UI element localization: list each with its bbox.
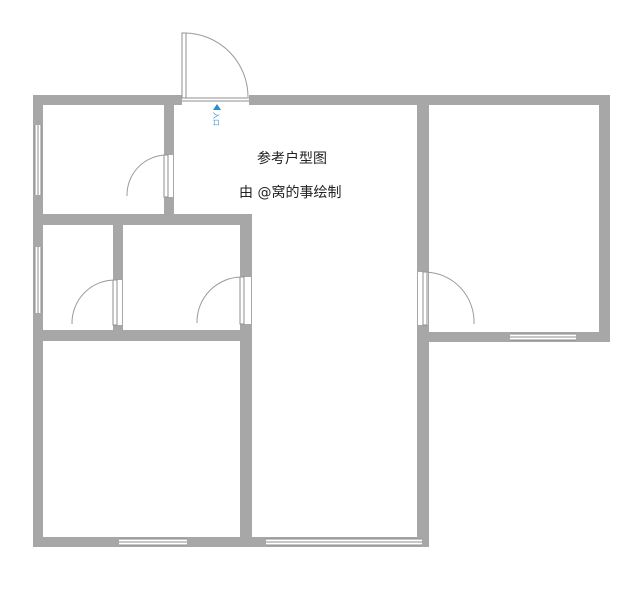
wall-small-rooms-divider	[113, 214, 123, 341]
window-left-upper	[34, 125, 42, 195]
doors	[71, 32, 475, 326]
door-small-left-room	[71, 279, 122, 326]
window-right-room-south	[510, 333, 576, 341]
wall-right-room-east	[599, 95, 610, 342]
wall-left	[33, 95, 43, 547]
windows	[34, 125, 576, 546]
wall-small-rooms-south	[33, 330, 252, 341]
wall-top-left	[33, 95, 182, 105]
entrance-label: 入口	[212, 112, 220, 126]
window-left-lower	[34, 247, 42, 313]
wall-top-right	[249, 95, 610, 105]
entrance-door	[181, 32, 249, 104]
entrance-arrow-icon	[213, 104, 221, 110]
window-bottom-hall	[266, 538, 422, 546]
window-bottom-left	[119, 538, 187, 546]
plan-credit: 由 @窝的事绘制	[239, 184, 341, 201]
plan-title: 参考户型图	[257, 150, 327, 167]
door-right-room	[418, 271, 475, 326]
wall-room1-south	[33, 214, 252, 225]
wall-rooms-east	[240, 214, 252, 547]
door-room-top-left	[126, 154, 173, 198]
door-small-middle-room	[196, 276, 251, 325]
wall-bottom	[33, 537, 429, 547]
entrance-marker: 入口	[212, 104, 221, 126]
